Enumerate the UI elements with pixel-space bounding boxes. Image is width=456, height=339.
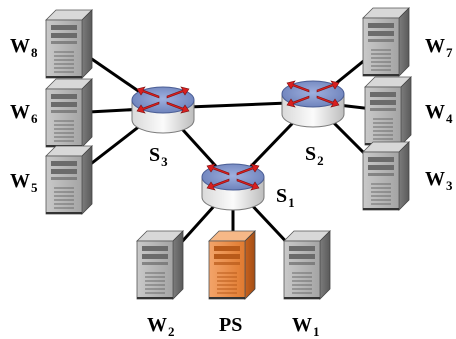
switch-s2-router-icon bbox=[281, 80, 345, 128]
worker-w3-server-tower-icon bbox=[362, 141, 410, 211]
worker-label-w8: W8 bbox=[10, 35, 38, 59]
switch-label-s1: S1 bbox=[276, 185, 295, 209]
worker-label-w6: W6 bbox=[10, 101, 38, 125]
worker-label-subscript: 4 bbox=[446, 111, 453, 126]
worker-w2-server-tower-icon bbox=[136, 230, 184, 300]
worker-w7-server-tower-icon bbox=[362, 7, 410, 77]
worker-w6-server-tower-icon bbox=[45, 78, 93, 148]
switch-s1-router-icon bbox=[201, 163, 265, 211]
worker-label-letter: W bbox=[292, 314, 312, 336]
nodes-layer bbox=[45, 7, 412, 300]
switch-label-letter: S bbox=[276, 185, 288, 207]
switch-label-subscript: 1 bbox=[288, 195, 295, 210]
switch-label-s3: S3 bbox=[149, 144, 168, 168]
worker-label-subscript: 1 bbox=[313, 324, 320, 339]
worker-w8-server-tower-icon bbox=[45, 9, 93, 79]
worker-label-letter: W bbox=[10, 35, 30, 57]
worker-w1-server-tower-icon bbox=[283, 230, 331, 300]
parameter-server-label-letter: PS bbox=[219, 314, 243, 336]
worker-label-subscript: 7 bbox=[446, 45, 453, 60]
worker-w5-server-tower-icon bbox=[45, 145, 93, 215]
worker-label-w1: W1 bbox=[292, 314, 320, 338]
switch-s3-router-icon bbox=[131, 86, 195, 134]
worker-label-letter: W bbox=[425, 168, 445, 190]
worker-label-w2: W2 bbox=[147, 314, 175, 338]
worker-label-w5: W5 bbox=[10, 170, 38, 194]
switch-label-letter: S bbox=[149, 144, 161, 166]
worker-label-subscript: 6 bbox=[31, 111, 38, 126]
worker-label-letter: W bbox=[10, 101, 30, 123]
worker-label-letter: W bbox=[425, 35, 445, 57]
parameter-server-server-tower-icon bbox=[208, 230, 256, 300]
switch-label-letter: S bbox=[305, 143, 317, 165]
worker-label-subscript: 2 bbox=[168, 324, 175, 339]
worker-label-subscript: 3 bbox=[446, 178, 453, 193]
switch-label-subscript: 3 bbox=[161, 154, 168, 169]
worker-label-letter: W bbox=[10, 170, 30, 192]
worker-label-letter: W bbox=[147, 314, 167, 336]
worker-label-w3: W3 bbox=[425, 168, 453, 192]
worker-label-letter: W bbox=[425, 101, 445, 123]
worker-label-subscript: 8 bbox=[31, 45, 38, 60]
worker-label-w7: W7 bbox=[425, 35, 453, 59]
switch-label-subscript: 2 bbox=[317, 153, 324, 168]
parameter-server-label-ps: PS bbox=[219, 315, 242, 335]
worker-w4-server-tower-icon bbox=[364, 76, 412, 146]
worker-label-subscript: 5 bbox=[31, 180, 38, 195]
switch-label-s2: S2 bbox=[305, 143, 324, 167]
worker-label-w4: W4 bbox=[425, 101, 453, 125]
